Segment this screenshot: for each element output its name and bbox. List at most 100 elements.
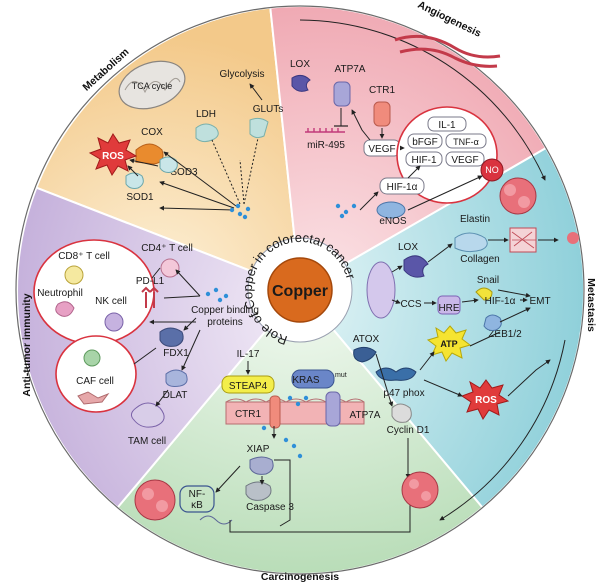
snail-icon — [475, 287, 493, 301]
vegf2-label: VEGF — [451, 155, 478, 166]
cyclin-icon — [391, 403, 412, 423]
p47-label: p47 phox — [383, 388, 424, 399]
atp7a-channel-icon — [333, 81, 351, 107]
cyclin-label: Cyclin D1 — [387, 425, 430, 436]
metabolism-group: TCA cycle Glycolysis LDH GLUTs COX ROS S… — [88, 60, 284, 220]
lox-protein-mets-icon — [403, 255, 429, 278]
nk-cell-icon — [104, 312, 124, 332]
neutrophil-label: Neutrophil — [37, 288, 83, 299]
center-title: Copper — [272, 283, 328, 300]
copper-ions-carc — [261, 395, 309, 459]
tca-label: TCA cycle — [132, 81, 173, 91]
carcinogenesis-group: IL-17 STEAP4 KRAS mut CTR1 ATP7A Cyclin … — [134, 349, 439, 533]
il17-label: IL-17 — [237, 349, 260, 360]
xiap-label: XIAP — [247, 444, 270, 455]
kras-sup-label: mut — [335, 372, 347, 379]
atp7a-label-carc: ATP7A — [350, 410, 381, 421]
ros-label-mets: ROS — [475, 395, 497, 406]
nfkb-label-2: κB — [191, 500, 203, 511]
section-title-angiogenesis: Angiogenesis — [416, 0, 483, 40]
sod3-label: SOD3 — [170, 167, 198, 178]
nk-label: NK cell — [95, 296, 127, 307]
elastin-label: Elastin — [460, 214, 490, 225]
dlat-icon — [165, 369, 188, 387]
caspase-label: Caspase 3 — [246, 502, 294, 513]
cell-membrane-mets — [366, 261, 396, 319]
fdx1-label: FDX1 — [163, 348, 189, 359]
hif1a-label-angio: HIF-1α — [387, 182, 418, 193]
copper-circle — [267, 257, 333, 323]
ros-label: ROS — [102, 151, 124, 162]
lox-label-mets: LOX — [398, 242, 418, 253]
ros-burst-icon — [88, 133, 138, 176]
hif1a-box — [379, 177, 425, 195]
gluts-protein-icon — [249, 117, 269, 139]
cd8-label: CD8⁺ T cell — [58, 251, 110, 262]
atox-protein-icon — [353, 346, 377, 363]
ccs-label: CCS — [400, 299, 421, 310]
copper-ions-metabolism — [229, 203, 251, 220]
cbp-label-1: Copper binding — [191, 305, 259, 316]
ctr1-label-angio: CTR1 — [369, 85, 396, 96]
section-title-immunity: Anti-tumor immunity — [21, 293, 33, 396]
dlat-label: DLAT — [163, 390, 188, 401]
caf-cluster — [55, 335, 137, 413]
hif1a-label-mets: HIF-1α — [485, 296, 516, 307]
tumor-left-icon — [134, 479, 176, 521]
angiogenesis-group: LOX ATP7A miR-495 CTR1 VEGF IL-1 bFGF TN… — [290, 34, 504, 227]
tumor-right-icon — [401, 471, 439, 509]
cd8-cell-icon — [64, 265, 84, 285]
pdl1-receptor-icon — [141, 286, 159, 308]
nfkb-label-1: NF- — [189, 489, 206, 500]
atp-label: ATP — [440, 339, 457, 349]
atp7a-label-angio: ATP7A — [335, 64, 366, 75]
neutrophil-icon — [55, 301, 75, 317]
mirna-icon — [305, 128, 345, 133]
cd4-cell-icon — [160, 258, 180, 278]
cbp-label-2: proteins — [207, 317, 243, 328]
copper-ions-immunity — [205, 287, 229, 303]
steap4-label: STEAP4 — [229, 381, 268, 392]
atp-burst-icon — [426, 325, 472, 362]
atp7a-carc-icon — [325, 391, 341, 427]
ctr1-carc-icon — [269, 395, 281, 429]
cox-label: COX — [141, 127, 163, 138]
lox-protein-icon — [291, 74, 311, 92]
gluts-label: GLUTs — [253, 104, 284, 115]
hif1-label: HIF-1 — [412, 155, 437, 166]
caspase-icon — [245, 481, 272, 501]
section-title-carcinogenesis: Carcinogenesis — [261, 571, 339, 583]
blood-vessel-icon — [394, 34, 501, 68]
no-circle — [480, 158, 504, 182]
il1-label: IL-1 — [438, 120, 456, 131]
mir-label: miR-495 — [307, 140, 345, 151]
immunity-group: CD4⁺ T cell CD8⁺ T cell PD-L1 Neutrophil… — [33, 239, 259, 447]
fdx1-icon — [159, 327, 184, 347]
ldh-protein-icon — [195, 123, 219, 143]
sod1-label: SOD1 — [126, 192, 154, 203]
section-title-metastasis: Metastasis — [585, 278, 597, 332]
ctr1-channel-icon — [373, 101, 391, 127]
metastasis-group: Elastin Collagen LOX Snail CCS HRE HIF-1… — [353, 177, 579, 420]
tam-cell-icon — [130, 402, 165, 428]
nfkb-box — [179, 485, 215, 513]
zeb-icon — [483, 314, 502, 331]
enos-icon — [376, 201, 406, 219]
pdl1-label: PD-L1 — [136, 276, 165, 287]
emt-label: EMT — [529, 296, 550, 307]
outer-ring — [15, 5, 585, 575]
dna-icon — [199, 515, 233, 525]
tumor-cluster-icon — [499, 177, 537, 215]
kras-box — [291, 369, 335, 389]
caf-label: CAF cell — [76, 376, 114, 387]
ldh-label: LDH — [196, 109, 216, 120]
cox-protein-icon — [135, 143, 164, 165]
vegf-label: VEGF — [368, 144, 395, 155]
enos-label: eNOS — [379, 216, 407, 227]
bfgf-label: bFGF — [412, 137, 438, 148]
xiap-icon — [249, 456, 274, 475]
kras-label: KRAS — [292, 375, 320, 386]
tam-label: TAM cell — [128, 436, 166, 447]
atox-label: ATOX — [353, 334, 380, 345]
